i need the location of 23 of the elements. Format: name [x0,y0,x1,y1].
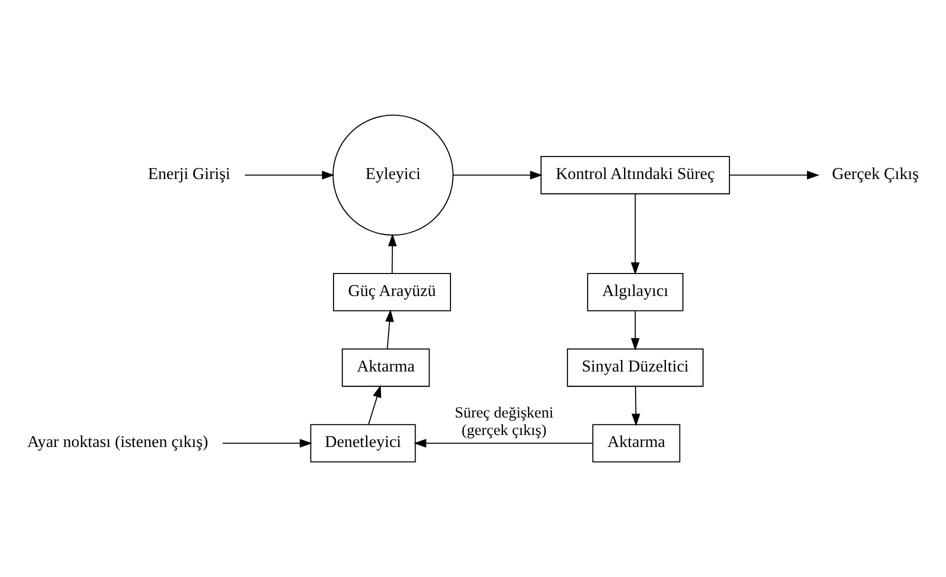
arrow [632,386,640,426]
node-box: Sinyal Düzeltici [566,348,704,387]
arrow [222,438,312,448]
edge-label: Süreç değişkeni (gerçek çıkış) [454,404,554,439]
arrow [453,170,543,180]
node-box: Aktarma [342,348,430,387]
arrow [630,310,640,351]
node-box: Aktarma [592,424,680,462]
arrow [368,385,382,425]
node-circle: Eyleyici [332,114,454,236]
arrow [630,194,640,275]
arrow [730,170,820,180]
node-text: Gerçek Çıkış [832,164,919,184]
arrow [414,438,593,448]
node-box: Güç Arayüzü [333,272,451,312]
arrow [388,234,397,274]
node-box: Kontrol Altındaki Süreç [540,156,730,194]
node-text: Enerji Girişi [148,164,230,184]
node-box: Denetleyici [310,424,416,462]
node-text: Ayar noktası (istenen çıkış) [27,432,208,452]
arrow [244,170,334,180]
node-box: Algılayıcı [587,272,684,312]
arrow [385,309,394,350]
